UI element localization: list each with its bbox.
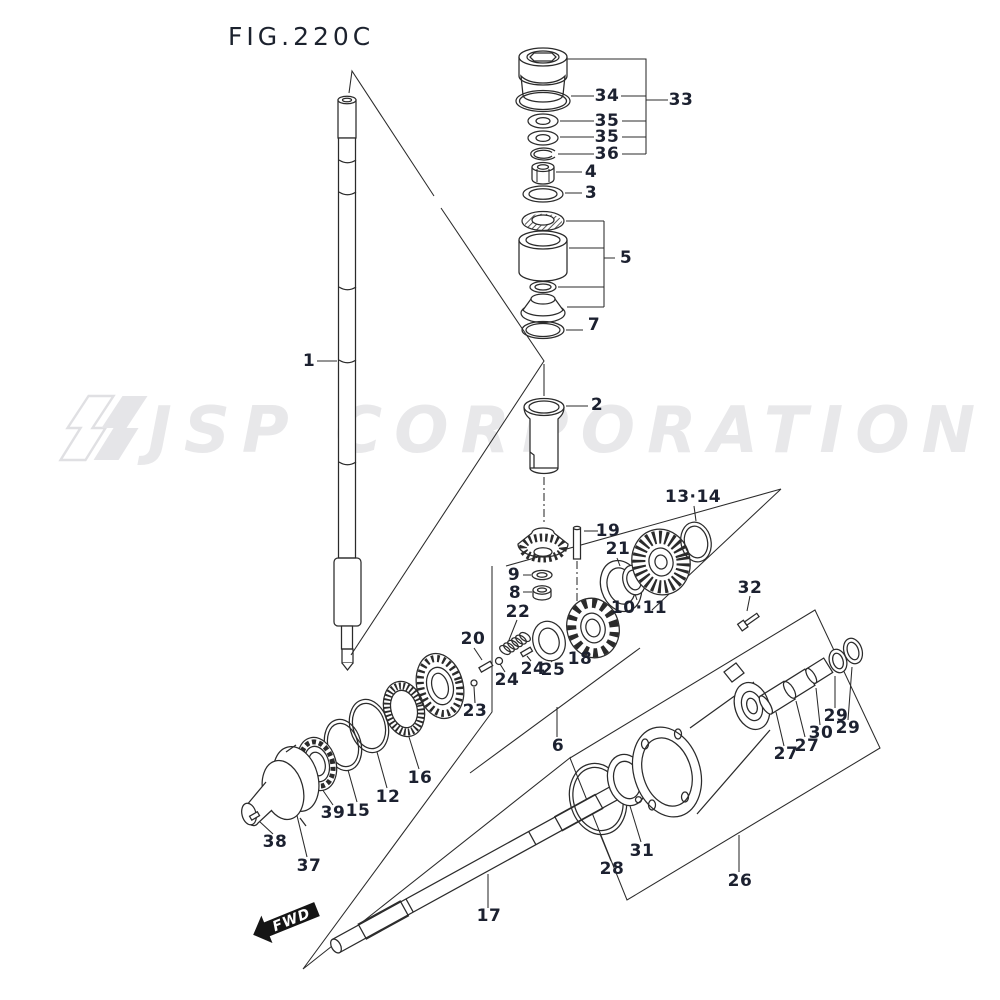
ball-24 — [494, 656, 504, 666]
pinion-gear — [517, 527, 569, 563]
part-label-18: 18 — [567, 649, 593, 669]
part-label-33: 33 — [668, 90, 694, 110]
pin-19 — [572, 525, 582, 560]
spring-22 — [499, 631, 531, 656]
pin-23 — [470, 679, 478, 687]
part-label-13·14: 13·14 — [664, 487, 722, 507]
part-label-20: 20 — [460, 629, 486, 649]
part-label-6: 6 — [551, 736, 565, 756]
ring-3 — [522, 185, 564, 203]
upper-gear-stack — [515, 47, 571, 340]
part-label-28: 28 — [599, 859, 625, 879]
part-label-35: 35 — [594, 111, 620, 131]
bearing-carrier — [631, 662, 771, 818]
part-label-4: 4 — [584, 162, 598, 182]
snap-ring-36 — [530, 147, 556, 161]
part-label-34: 34 — [594, 86, 620, 106]
part-label-1: 1 — [302, 351, 316, 371]
part-label-26: 26 — [727, 871, 753, 891]
ring-34 — [515, 89, 571, 113]
bolt-32 — [736, 612, 760, 632]
clutch-dog-18 — [566, 597, 620, 659]
part-label-19: 19 — [595, 521, 621, 541]
ring-5c — [529, 280, 557, 294]
part-label-9: 9 — [507, 565, 521, 585]
part-label-29: 29 — [823, 706, 849, 726]
part-label-32: 32 — [737, 578, 763, 598]
jsp-logo — [58, 394, 148, 462]
ring-7 — [521, 320, 565, 340]
washer-35a — [527, 113, 559, 129]
part-label-27: 27 — [794, 736, 820, 756]
part-label-21: 21 — [605, 539, 631, 559]
part-label-16: 16 — [407, 768, 433, 788]
part-label-30: 30 — [808, 723, 834, 743]
part-label-12: 12 — [375, 787, 401, 807]
part-label-29: 29 — [835, 718, 861, 738]
bushing-2 — [523, 397, 565, 475]
part-label-27: 27 — [773, 744, 799, 764]
figure-title: FIG.220C — [228, 22, 375, 51]
bearing-5-lower — [520, 293, 566, 324]
part-label-35: 35 — [594, 127, 620, 147]
part-label-5: 5 — [619, 248, 633, 268]
driveshaft — [333, 95, 362, 672]
forward-gear — [631, 528, 691, 596]
part-label-15: 15 — [345, 801, 371, 821]
part-label-23: 23 — [462, 701, 488, 721]
sleeve-5 — [518, 230, 568, 282]
part-label-39: 39 — [320, 803, 346, 823]
part-label-38: 38 — [262, 832, 288, 852]
part-label-22: 22 — [505, 602, 531, 622]
ring-29a — [828, 648, 848, 674]
pin-38 — [248, 810, 261, 822]
part-label-25: 25 — [540, 660, 566, 680]
sleeve-30 — [805, 657, 834, 684]
part-label-3: 3 — [584, 183, 598, 203]
pin-20 — [478, 660, 494, 673]
bearing-housing-cap — [518, 47, 568, 103]
part-label-37: 37 — [296, 856, 322, 876]
nut-4 — [531, 161, 555, 185]
part-label-24: 24 — [494, 670, 520, 690]
ring-29b — [842, 637, 864, 665]
part-label-31: 31 — [629, 841, 655, 861]
part-label-2: 2 — [590, 395, 604, 415]
part-label-17: 17 — [476, 906, 502, 926]
washer-35b — [527, 130, 559, 146]
part-label-36: 36 — [594, 144, 620, 164]
nut-8 — [532, 585, 552, 601]
pin-24 — [519, 646, 534, 658]
thrust-gear-ring — [415, 652, 465, 720]
ring-12 — [348, 698, 390, 754]
bushing-25 — [532, 620, 566, 662]
part-label-24: 24 — [520, 659, 546, 679]
part-label-8: 8 — [508, 583, 522, 603]
part-label-7: 7 — [587, 315, 601, 335]
part-label-10·11: 10·11 — [610, 598, 668, 618]
oring-13-14 — [680, 521, 712, 563]
washer-9 — [531, 569, 553, 581]
